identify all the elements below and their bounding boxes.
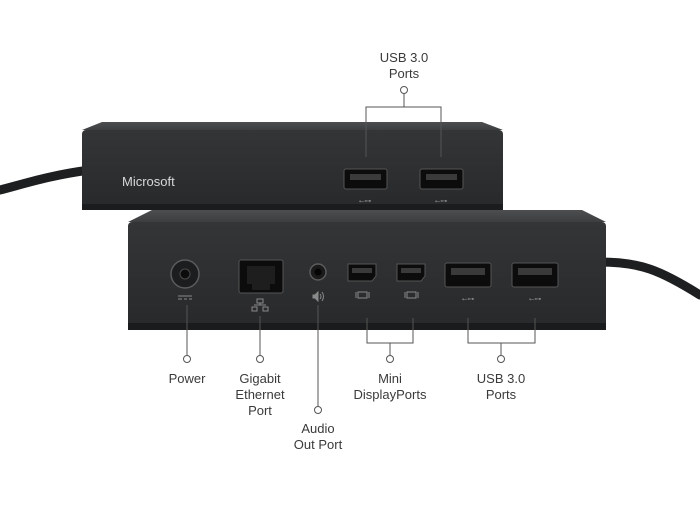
power-cable-back <box>0 165 95 195</box>
rear-usb-icon: ⭠⊶ <box>359 197 372 205</box>
audio-icon <box>312 290 324 303</box>
front-usb-port-2 <box>511 262 559 288</box>
ethernet-port <box>238 259 284 294</box>
mini-displayports-label: Mini DisplayPorts <box>353 371 427 402</box>
power-label: Power <box>168 371 206 386</box>
usb-ports-top-label: USB 3.0 Ports <box>379 50 429 81</box>
brand-logo-text: Microsoft <box>122 174 175 189</box>
callout-dots <box>183 86 505 414</box>
usb-ports-bottom-label: USB 3.0 Ports <box>476 371 526 402</box>
front-dock: ⭠⊶ ⭠⊶ <box>128 210 606 330</box>
mini-displayport-icon <box>355 291 419 299</box>
front-usb-icon: ⭠⊶ <box>462 295 475 303</box>
front-usb-icon: ⭠⊶ <box>529 295 542 303</box>
rear-dock: ⭠⊶ ⭠⊶ <box>82 122 503 210</box>
ethernet-icon <box>251 298 269 312</box>
power-dc-icon <box>178 295 192 300</box>
audio-out-label: Audio Out Port <box>293 421 343 452</box>
callout-lines <box>186 94 536 406</box>
ethernet-label: Gigabit Ethernet Port <box>235 371 285 418</box>
power-cable-front <box>595 257 700 300</box>
mini-displayport-2 <box>396 263 426 282</box>
front-usb-port-1 <box>444 262 492 288</box>
rear-usb-icon: ⭠⊶ <box>435 197 448 205</box>
mini-displayport-1 <box>347 263 377 282</box>
